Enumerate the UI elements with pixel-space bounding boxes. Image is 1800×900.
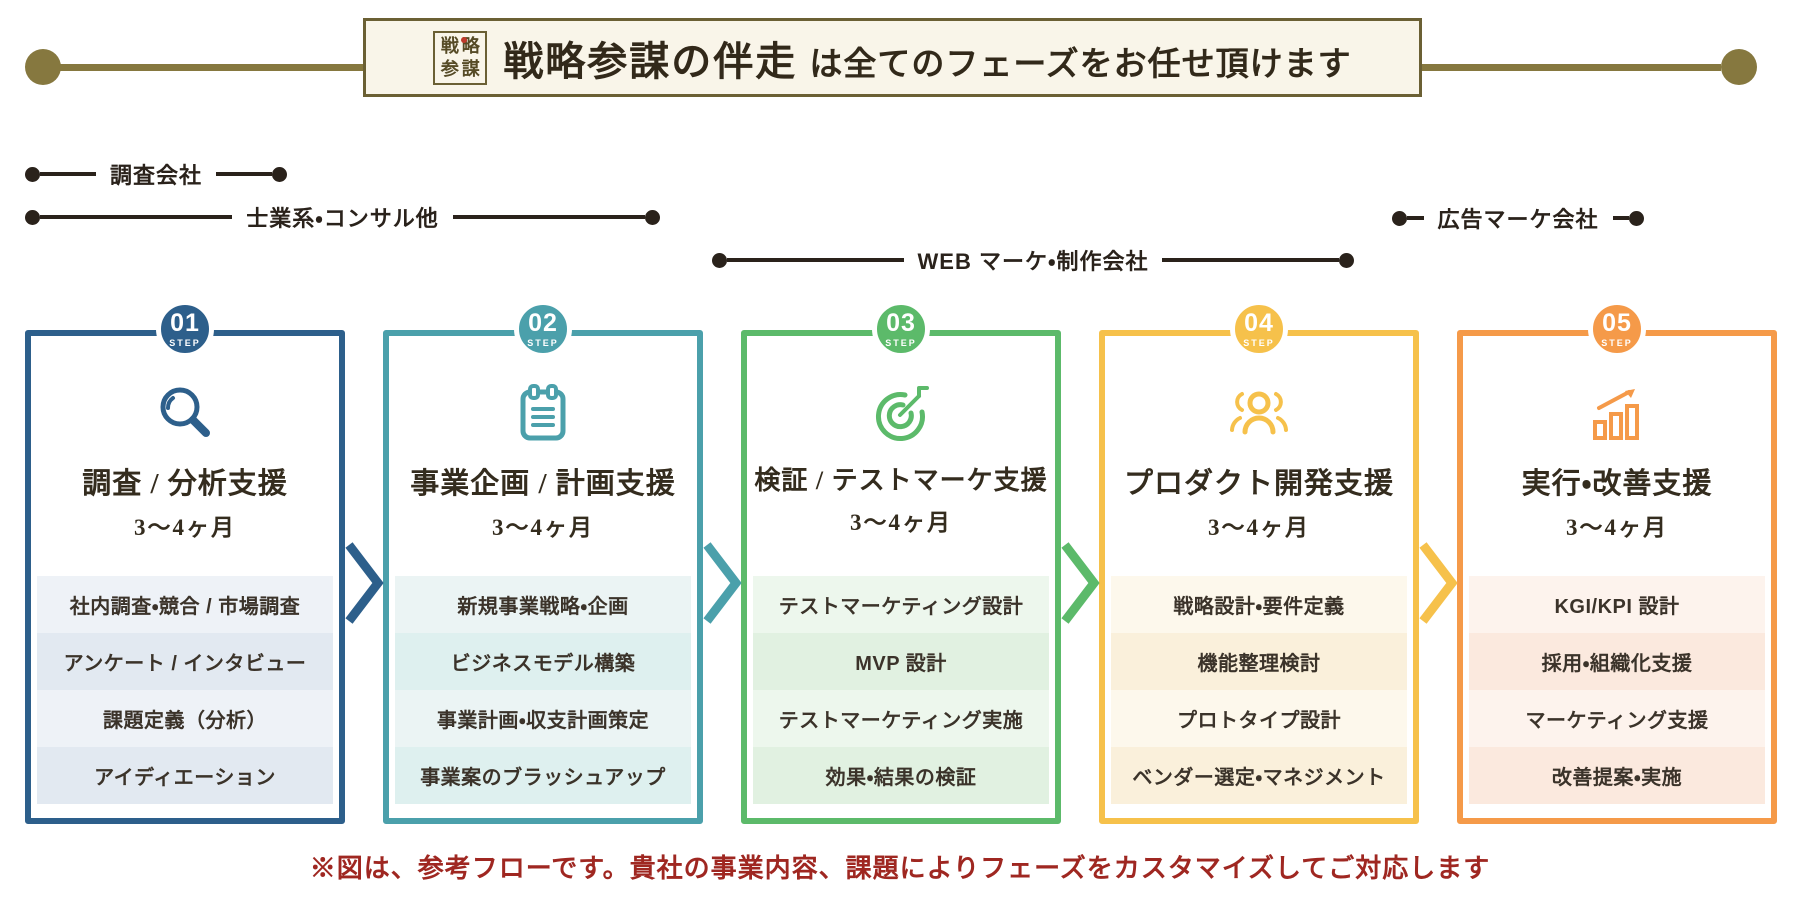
bracket-dot-icon — [1629, 210, 1645, 226]
next-phase-arrow-icon — [702, 540, 742, 626]
step-badge: 01 STEP — [156, 300, 214, 358]
list-item: テストマーケティング実施 — [753, 690, 1049, 747]
step-word: STEP — [527, 337, 559, 348]
card-title: プロダクト開発支援 — [1123, 468, 1394, 500]
step-word: STEP — [1601, 337, 1633, 348]
target-icon — [869, 382, 933, 446]
bracket-web-marketing: WEB マーケ・制作会社 — [712, 246, 1355, 274]
bracket-dot-icon — [712, 252, 727, 268]
step-number: 03 — [886, 308, 916, 337]
card-duration: 3〜4ヶ月 — [492, 515, 594, 540]
page-title-rest: は全てのフェーズをお任せ頂けます — [809, 46, 1352, 83]
bracket-dot-icon — [25, 166, 40, 182]
list-item: 社内調査・競合 / 市場調査 — [37, 576, 333, 633]
bracket-dot-icon — [645, 209, 661, 225]
step-number: 04 — [1244, 308, 1274, 337]
team-icon — [1227, 382, 1291, 446]
bracket-label: 調査会社 — [110, 163, 203, 188]
ornament-dot-right — [1721, 49, 1757, 85]
list-item: 改善提案・実施 — [1469, 747, 1765, 804]
list-item: 事業計画・収支計画策定 — [395, 690, 691, 747]
ornament-line-right — [1422, 64, 1721, 71]
step-badge: 03 STEP — [872, 300, 930, 358]
bracket-dot-icon — [272, 166, 288, 182]
card-title: 調査 / 分析支援 — [82, 468, 288, 500]
list-item: 新規事業戦略・企画 — [395, 576, 691, 633]
card-duration: 3〜4ヶ月 — [1208, 515, 1310, 540]
bracket-consulting: 士業系・コンサル他 — [25, 203, 661, 231]
next-phase-arrow-icon — [1060, 540, 1100, 626]
step-number: 05 — [1602, 308, 1632, 337]
list-item: 採用・組織化支援 — [1469, 633, 1765, 690]
card-item-list: 戦略設計・要件定義 機能整理検討 プロトタイプ設計 ベンダー選定・マネジメント — [1111, 576, 1407, 804]
bracket-dot-icon — [25, 209, 40, 225]
page-title-strong: 戦略参謀の伴走 — [503, 38, 798, 84]
list-item: 課題定義（分析） — [37, 690, 333, 747]
logo-line2: 参謀 — [440, 58, 483, 79]
logo-line1: 戦略 — [440, 36, 483, 56]
step-card-1: 01 STEP 調査 / 分析支援 3〜4ヶ月 社内調査・競合 / 市場調査 ア… — [25, 300, 345, 824]
bracket-label: 士業系・コンサル他 — [246, 206, 439, 231]
strategy-sanbo-logo: 戦略 参謀 — [433, 30, 488, 85]
magnifier-icon — [153, 382, 217, 446]
step-word: STEP — [169, 337, 201, 348]
bracket-research-company: 調査会社 — [25, 160, 288, 188]
step-card-3: 03 STEP 検証 / テストマーケ支援 3〜4ヶ月 テストマーケティング設計… — [741, 300, 1061, 824]
list-item: マーケティング支援 — [1469, 690, 1765, 747]
list-item: ビジネスモデル構築 — [395, 633, 691, 690]
bracket-label: WEB マーケ・制作会社 — [917, 249, 1149, 274]
card-title: 検証 / テストマーケ支援 — [754, 466, 1048, 495]
step-number: 01 — [170, 308, 200, 337]
card-item-list: 社内調査・競合 / 市場調査 アンケート / インタビュー 課題定義（分析） ア… — [37, 576, 333, 804]
list-item: ベンダー選定・マネジメント — [1111, 747, 1407, 804]
ornament-line-left — [43, 64, 365, 71]
card-item-list: テストマーケティング設計 MVP 設計 テストマーケティング実施 効果・結果の検… — [753, 576, 1049, 804]
growth-chart-icon — [1585, 382, 1649, 446]
card-duration: 3〜4ヶ月 — [1566, 515, 1668, 540]
step-word: STEP — [885, 337, 917, 348]
step-badge: 02 STEP — [514, 300, 572, 358]
step-card-5: 05 STEP 実行・改善支援 3〜4ヶ月 KGI/KPI 設計 採用・組織化支… — [1457, 300, 1777, 824]
card-item-list: KGI/KPI 設計 採用・組織化支援 マーケティング支援 改善提案・実施 — [1469, 576, 1765, 804]
header-banner: 戦略 参謀 戦略参謀の伴走は全てのフェーズをお任せ頂けます — [363, 18, 1422, 97]
list-item: KGI/KPI 設計 — [1469, 576, 1765, 633]
bracket-dot-icon — [1392, 210, 1407, 226]
customization-note: ※図は、参考フローです。貴社の事業内容、課題によりフェーズをカスタマイズしてご対… — [309, 854, 1491, 883]
list-item: アンケート / インタビュー — [37, 633, 333, 690]
bracket-label: 広告マーケ会社 — [1437, 207, 1599, 232]
card-item-list: 新規事業戦略・企画 ビジネスモデル構築 事業計画・収支計画策定 事業案のブラッシ… — [395, 576, 691, 804]
step-badge: 05 STEP — [1588, 300, 1646, 358]
list-item: 機能整理検討 — [1111, 633, 1407, 690]
list-item: テストマーケティング設計 — [753, 576, 1049, 633]
list-item: 効果・結果の検証 — [753, 747, 1049, 804]
clipboard-icon — [511, 382, 575, 446]
step-word: STEP — [1243, 337, 1275, 348]
next-phase-arrow-icon — [344, 540, 384, 626]
card-title: 実行・改善支援 — [1521, 468, 1713, 500]
step-card-4: 04 STEP プロダクト開発支援 3〜4ヶ月 戦略設計・要件定義 機能整理検討… — [1099, 300, 1419, 824]
step-number: 02 — [528, 308, 558, 337]
bracket-dot-icon — [1339, 252, 1355, 268]
list-item: プロトタイプ設計 — [1111, 690, 1407, 747]
bracket-ad-marketing: 広告マーケ会社 — [1392, 204, 1645, 232]
logo-red-dot-icon — [461, 36, 468, 43]
page-title: 戦略参謀の伴走は全てのフェーズをお任せ頂けます — [503, 29, 1351, 87]
next-phase-arrow-icon — [1418, 540, 1458, 626]
step-card-2: 02 STEP 事業企画 / 計画支援 3〜4ヶ月 新規事業戦略・企画 ビジネス… — [383, 300, 703, 824]
list-item: アイディエーション — [37, 747, 333, 804]
list-item: 戦略設計・要件定義 — [1111, 576, 1407, 633]
card-duration: 3〜4ヶ月 — [134, 515, 236, 540]
step-badge: 04 STEP — [1230, 300, 1288, 358]
phase-cards: 01 STEP 調査 / 分析支援 3〜4ヶ月 社内調査・競合 / 市場調査 ア… — [25, 300, 1777, 824]
list-item: MVP 設計 — [753, 633, 1049, 690]
list-item: 事業案のブラッシュアップ — [395, 747, 691, 804]
card-duration: 3〜4ヶ月 — [850, 510, 952, 535]
card-title: 事業企画 / 計画支援 — [410, 468, 676, 500]
